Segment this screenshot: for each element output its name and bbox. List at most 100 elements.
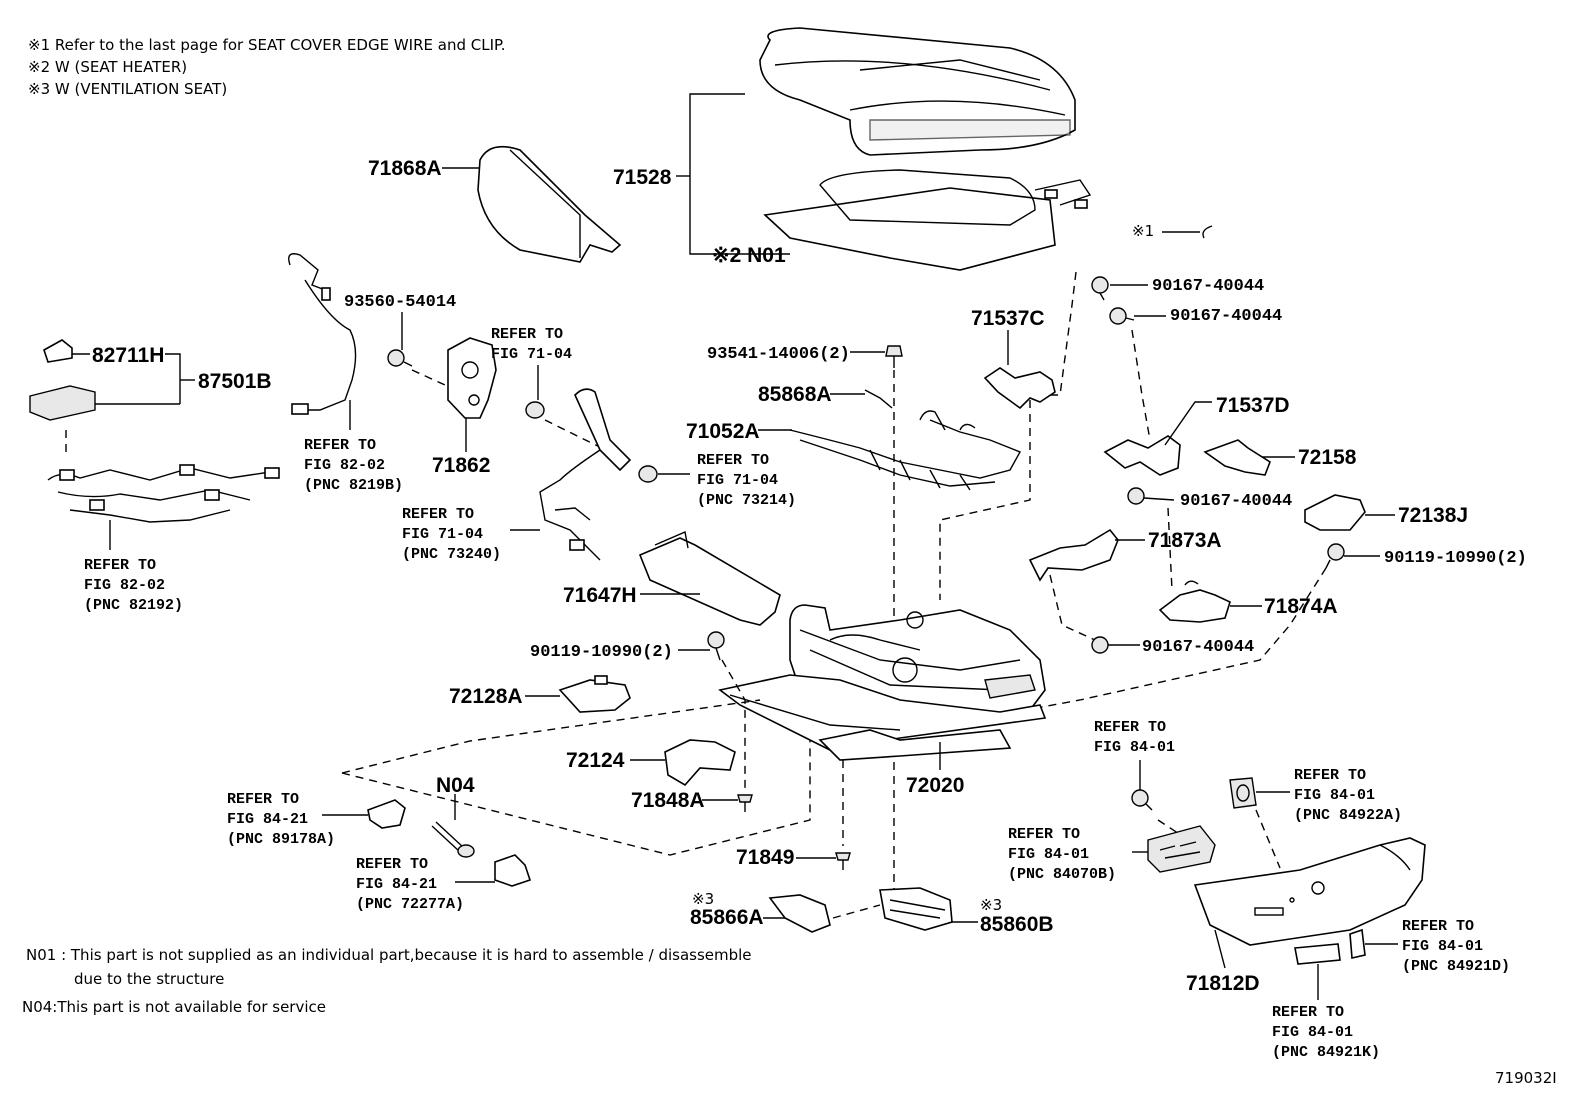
ref-block-r3[interactable]: REFER TO FIG 71-04 xyxy=(491,326,572,363)
label-71537D[interactable]: 71537D xyxy=(1216,394,1290,417)
side-shield-71812D[interactable] xyxy=(1193,837,1426,969)
svg-text:REFER TO: REFER TO xyxy=(491,326,563,343)
ref-block-r6[interactable]: REFER TO FIG 84-21 (PNC 89178A) xyxy=(227,791,335,848)
ref-block-r1[interactable]: REFER TO FIG 82-02 (PNC 8219B) xyxy=(304,437,403,494)
label-85866A[interactable]: 85866A xyxy=(690,906,764,929)
clip-72277A[interactable] xyxy=(455,854,532,887)
label-72124[interactable]: 72124 xyxy=(566,749,625,772)
label-72020[interactable]: 72020 xyxy=(906,774,964,797)
bolt-90167-c[interactable] xyxy=(1127,487,1175,505)
bolt-90167-d[interactable] xyxy=(1091,636,1140,654)
label-72138J[interactable]: 72138J xyxy=(1398,504,1468,527)
bracket-71537C[interactable] xyxy=(983,330,1056,410)
label-85860B[interactable]: 85860B xyxy=(980,913,1054,936)
screw-84-01[interactable] xyxy=(1131,760,1153,811)
clip-x1[interactable] xyxy=(1162,225,1213,239)
bolt-90167-a[interactable] xyxy=(1091,276,1148,301)
grommet-a[interactable] xyxy=(525,365,545,419)
label-90119-b[interactable]: 90119-10990(2) xyxy=(530,643,673,662)
wire-harness-left[interactable] xyxy=(47,464,280,550)
bracket-71873A[interactable] xyxy=(1028,528,1145,582)
svg-text:(PNC 84921K): (PNC 84921K) xyxy=(1272,1044,1380,1061)
seat-cover-71528[interactable] xyxy=(759,27,1076,156)
bolt-N04[interactable] xyxy=(431,794,475,858)
ref-block-r7[interactable]: REFER TO FIG 84-21 (PNC 72277A) xyxy=(356,856,464,913)
svg-text:FIG 84-01: FIG 84-01 xyxy=(1402,938,1483,955)
ref-block-r2[interactable]: REFER TO FIG 82-02 (PNC 82192) xyxy=(84,557,183,614)
trim-72158[interactable] xyxy=(1203,439,1295,476)
svg-text:REFER TO: REFER TO xyxy=(697,452,769,469)
label-85868A[interactable]: 85868A xyxy=(758,383,832,406)
label-90167-c[interactable]: 90167-40044 xyxy=(1180,492,1292,511)
label-71537C[interactable]: 71537C xyxy=(971,307,1045,330)
trim-72124[interactable] xyxy=(630,739,736,787)
wire-harness-switch[interactable] xyxy=(510,388,690,561)
svg-text:REFER TO: REFER TO xyxy=(402,506,474,523)
label-93560[interactable]: 93560-54014 xyxy=(344,293,456,312)
svg-text:REFER TO: REFER TO xyxy=(356,856,428,873)
svg-text:(PNC 73214): (PNC 73214) xyxy=(697,492,796,509)
bolt-90167-b[interactable] xyxy=(1109,307,1166,325)
switch-84070B[interactable] xyxy=(1132,825,1216,873)
label-82711H[interactable]: 82711H xyxy=(92,344,164,367)
wire-85868A[interactable] xyxy=(830,389,893,409)
label-71848A[interactable]: 71848A xyxy=(631,789,705,812)
label-71647H[interactable]: 71647H xyxy=(563,584,637,607)
label-71052A[interactable]: 71052A xyxy=(686,420,760,443)
knob-84921D[interactable] xyxy=(1349,928,1398,959)
ref-block-r9[interactable]: REFER TO FIG 84-01 (PNC 84922A) xyxy=(1294,767,1402,824)
vent-85866A[interactable] xyxy=(763,894,831,933)
bolt-90119-a[interactable] xyxy=(1325,543,1380,569)
bolt-90119-b[interactable] xyxy=(678,631,725,661)
trim-72138J[interactable] xyxy=(1304,494,1395,531)
ref-block-r10[interactable]: REFER TO FIG 84-01 (PNC 84070B) xyxy=(1008,826,1116,883)
label-93541[interactable]: 93541-14006(2) xyxy=(707,345,850,364)
ref-block-r4[interactable]: REFER TO FIG 71-04 (PNC 73214) xyxy=(697,452,796,509)
label-90119-a[interactable]: 90119-10990(2) xyxy=(1384,549,1527,568)
label-71868A[interactable]: 71868A xyxy=(368,157,442,180)
seat-frame-72020[interactable] xyxy=(718,604,1047,770)
trim-71868A[interactable] xyxy=(442,145,622,263)
note-N01-cont: due to the structure xyxy=(74,970,224,988)
bolt-93541[interactable] xyxy=(850,345,903,368)
spring-71052A[interactable] xyxy=(758,410,1021,491)
label-71873A[interactable]: 71873A xyxy=(1148,529,1222,552)
bolt-93560[interactable] xyxy=(387,312,413,367)
label-90167-a[interactable]: 90167-40044 xyxy=(1152,277,1264,296)
ref-block-r11[interactable]: REFER TO FIG 84-01 (PNC 84921D) xyxy=(1402,918,1510,975)
label-87501B[interactable]: 87501B xyxy=(198,370,272,393)
label-N04[interactable]: N04 xyxy=(436,774,475,797)
trim-72128A[interactable] xyxy=(525,675,631,713)
label-71862[interactable]: 71862 xyxy=(432,454,490,477)
knob-84921K[interactable] xyxy=(1294,943,1341,1000)
label-72158[interactable]: 72158 xyxy=(1298,446,1357,469)
vent-85860B[interactable] xyxy=(879,887,978,931)
label-90167-d[interactable]: 90167-40044 xyxy=(1142,638,1254,657)
knob-84922A[interactable] xyxy=(1229,777,1290,809)
clip-82711H[interactable] xyxy=(43,339,90,363)
label-71849[interactable]: 71849 xyxy=(736,846,794,869)
ref-block-r8[interactable]: REFER TO FIG 84-01 xyxy=(1094,719,1175,756)
screw-71849[interactable] xyxy=(796,852,851,870)
label-71874A[interactable]: 71874A xyxy=(1264,595,1338,618)
svg-text:REFER TO: REFER TO xyxy=(1294,767,1366,784)
seat-heater-N01[interactable] xyxy=(763,169,1092,271)
screw-71848A[interactable] xyxy=(702,794,753,812)
bracket-71537D[interactable] xyxy=(1103,401,1212,476)
ref-block-r5[interactable]: REFER TO FIG 71-04 (PNC 73240) xyxy=(402,506,501,563)
label-N01[interactable]: ※2 N01 xyxy=(712,244,786,267)
ref-block-r12[interactable]: REFER TO FIG 84-01 (PNC 84921K) xyxy=(1272,1004,1380,1061)
label-71528[interactable]: 71528 xyxy=(613,166,672,189)
svg-text:FIG 84-21: FIG 84-21 xyxy=(356,876,437,893)
module-87501B[interactable] xyxy=(29,353,195,421)
svg-text:FIG 84-01: FIG 84-01 xyxy=(1272,1024,1353,1041)
svg-text:FIG 82-02: FIG 82-02 xyxy=(84,577,165,594)
bracket-71874A[interactable] xyxy=(1158,580,1262,623)
wire-harness-heater[interactable] xyxy=(288,253,357,430)
bracket-71862[interactable] xyxy=(447,337,497,452)
label-72128A[interactable]: 72128A xyxy=(449,685,523,708)
pad-71647H[interactable] xyxy=(638,531,781,626)
label-71812D[interactable]: 71812D xyxy=(1186,972,1260,995)
label-90167-b[interactable]: 90167-40044 xyxy=(1170,307,1282,326)
sensor-89178A[interactable] xyxy=(322,799,406,829)
